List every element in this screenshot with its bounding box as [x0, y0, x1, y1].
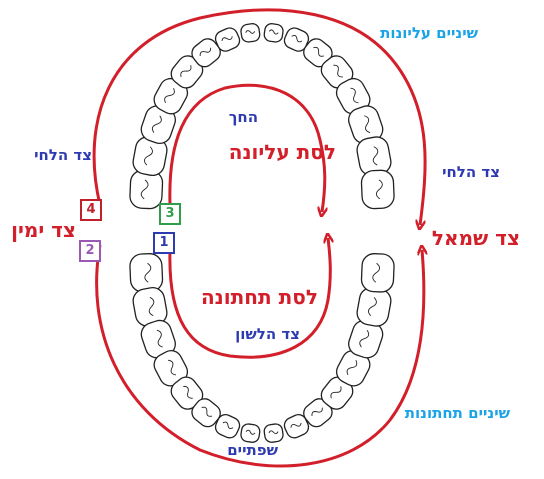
upper-tooth [320, 55, 354, 89]
upper-tooth [214, 27, 241, 52]
quadrant-2-box: 2 [79, 240, 101, 262]
lower-teeth-arch [129, 253, 395, 443]
lower-tooth [240, 423, 261, 443]
inner-upper-arrow [168, 83, 325, 212]
tongue-side-label: צד הלשון [235, 325, 300, 343]
outer-lower-arrow [95, 245, 424, 468]
left-side-label: צד שמאל [431, 226, 520, 250]
upper-tooth [129, 169, 164, 210]
cheek-side-left-label: צד הלחי [34, 146, 92, 164]
cheek-side-right-label: צד הלחי [442, 163, 500, 181]
lower-jaw-label: לסת תחתונה [200, 285, 318, 309]
palate-label: החך [228, 108, 258, 126]
upper-tooth [170, 55, 204, 89]
quadrant-3-box: 3 [159, 203, 181, 225]
quadrant-4-box: 4 [80, 199, 102, 221]
upper-tooth [303, 38, 333, 68]
outer-upper-arrow [92, 8, 427, 225]
lower-tooth [191, 398, 221, 428]
upper-tooth [360, 169, 395, 210]
upper-tooth [263, 23, 284, 43]
lower-tooth [348, 319, 384, 359]
lips-label: שפתיים [227, 441, 278, 459]
lower-tooth [356, 287, 392, 327]
inner-lower-arrow [168, 238, 330, 359]
upper-tooth [191, 38, 221, 68]
lower-tooth [170, 376, 204, 410]
lower-tooth [335, 350, 371, 387]
upper-tooth [240, 23, 261, 43]
lower-tooth [320, 376, 354, 410]
quadrant-1-box: 1 [153, 232, 175, 254]
lower-teeth-label: שיניים תחתונות [404, 404, 510, 422]
upper-teeth-label: שיניים עליונות [380, 24, 478, 42]
upper-tooth [283, 27, 310, 52]
lower-tooth [129, 253, 164, 293]
lower-tooth [214, 414, 241, 439]
right-side-label: צד ימין [11, 218, 76, 242]
lower-tooth [263, 423, 284, 443]
lower-tooth [283, 414, 310, 439]
upper-jaw-label: לסת עליונה [228, 140, 336, 164]
upper-teeth-arch [129, 23, 395, 210]
lower-tooth [360, 253, 395, 293]
upper-tooth [356, 136, 392, 177]
